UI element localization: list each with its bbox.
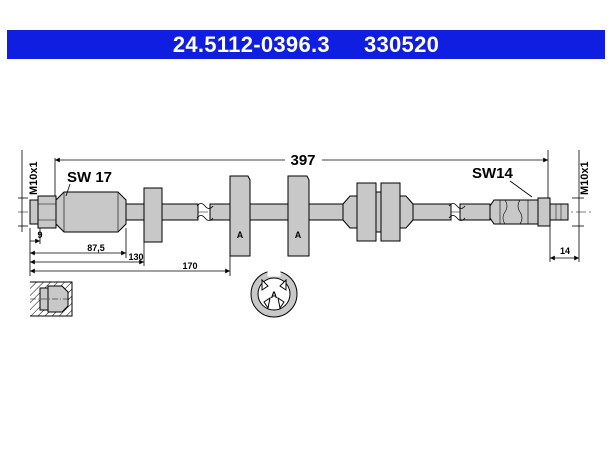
- fitting-section-detail: [30, 281, 73, 317]
- right-wrench-size: SW14: [472, 165, 514, 182]
- bracket-1: [229, 175, 251, 257]
- bracket-detail-view: [250, 269, 298, 318]
- hose: [161, 203, 491, 221]
- part-number: 24.5112-0396.3: [172, 31, 330, 57]
- overall-length-dimension: 397: [54, 150, 549, 200]
- support-sleeve: [143, 187, 163, 243]
- dimension-130: 130: [128, 252, 143, 262]
- middle-fitting: [342, 182, 414, 242]
- overall-length-label: 397: [290, 152, 315, 169]
- bracket-detail-mark: A: [271, 290, 278, 300]
- right-end-label: 14: [560, 246, 570, 256]
- right-thread-label: M10x1: [579, 161, 591, 195]
- right-fitting: [489, 197, 569, 227]
- right-end-dimension: 14: [549, 226, 580, 262]
- reference-number: 330520: [363, 31, 440, 57]
- left-fitting: [29, 191, 145, 233]
- dimension-87-5: 87,5: [87, 243, 105, 253]
- right-thread-dimension: M10x1: [572, 150, 591, 234]
- dimension-170: 170: [182, 261, 197, 271]
- bracket-2-mark: A: [295, 230, 302, 240]
- break-marks: [196, 203, 466, 221]
- left-thread-dimension: M10x1: [18, 150, 40, 232]
- left-chain-dimensions: [29, 228, 231, 276]
- left-wrench-size: SW 17: [67, 169, 112, 186]
- dimension-9: 9: [37, 230, 42, 240]
- left-thread-label: M10x1: [28, 161, 40, 195]
- bracket-2: [287, 175, 310, 257]
- title-bar: 24.5112-0396.3 330520: [7, 30, 605, 59]
- bracket-1-mark: A: [237, 230, 244, 240]
